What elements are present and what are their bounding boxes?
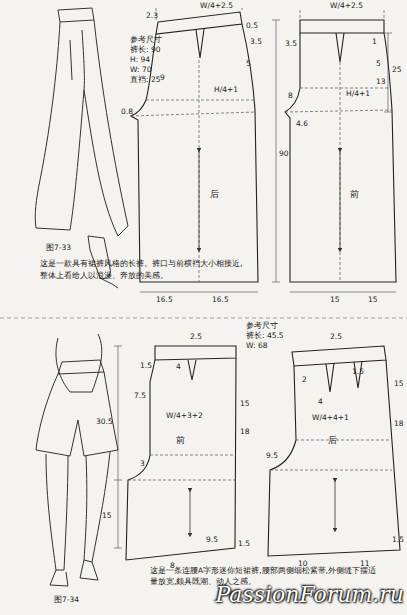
grain-arrows (190, 150, 340, 535)
figure-number: 图7-33 (46, 244, 71, 252)
pattern-outlines (126, 12, 400, 560)
dimension-label: 9 (160, 74, 165, 82)
dimension-label: W/4+3+2 (166, 412, 203, 420)
section-divider (0, 318, 407, 319)
dimension-label: 7.5 (134, 392, 146, 400)
dimension-label: 0.8 (121, 108, 133, 116)
dimension-label: 2.3 (146, 12, 158, 20)
dimension-label: 90 (279, 150, 289, 158)
dimension-label: 4 (176, 363, 181, 371)
dimension-label: 直裆: 25 (130, 76, 160, 84)
dimension-label: 16.5 (156, 296, 173, 304)
dimension-label: 18 (240, 428, 250, 436)
watermark: PassionForum.ru (216, 583, 405, 607)
dimension-label: 4 (318, 398, 323, 406)
dimension-label: 3.5 (285, 40, 297, 48)
dimension-label: 15 (394, 380, 404, 388)
dimension-label: 4.6 (296, 120, 308, 128)
dimension-lines (114, 20, 396, 548)
dimension-label: 1 (372, 38, 377, 46)
dimension-label: 5 (246, 60, 251, 68)
dimension-label: 1.5 (352, 368, 364, 376)
dimension-label: 1.5 (140, 362, 152, 370)
dimension-label: 3 (140, 460, 145, 468)
guide-lines (128, 8, 392, 480)
figure-number: 图7-34 (54, 596, 79, 604)
dimension-label: 9.5 (266, 452, 278, 460)
dimension-label: 前 (350, 190, 359, 200)
dimension-label: 1.5 (238, 540, 250, 548)
dimension-label: 裤长: 90 (130, 46, 160, 54)
dimension-label: H/4+1 (214, 86, 238, 94)
dimension-label: 前 (176, 436, 185, 446)
dimension-label: W/4+2.5 (330, 2, 363, 10)
dimension-label: 参考尺寸 (246, 322, 278, 330)
dimension-label: 9.5 (206, 536, 218, 544)
figure-illustrations (35, 8, 128, 586)
dimension-label: H: 94 (130, 56, 150, 64)
dimension-label: H/4+1 (346, 90, 370, 98)
dimension-label: 15 (240, 400, 250, 408)
dimension-label: 裤长: 45.5 (246, 332, 284, 340)
dimension-label: 2 (302, 376, 307, 384)
dimension-label: 0.5 (246, 22, 258, 30)
dimension-label: 25 (392, 66, 402, 74)
dimension-label: W/4+4+1 (312, 414, 349, 422)
dimension-label: 13 (376, 78, 386, 86)
dimension-label: 2.5 (330, 333, 342, 341)
dimension-label: 后 (210, 190, 219, 200)
dimension-label: 8 (288, 92, 293, 100)
dimension-label: 1.5 (392, 536, 404, 544)
dimension-label: 15 (330, 296, 340, 304)
dimension-label: 15 (368, 296, 378, 304)
dimension-label: 2.5 (190, 333, 202, 341)
dimension-label: 30.5 (96, 418, 113, 426)
dimension-label: 16.5 (212, 296, 229, 304)
dimension-label: 后 (328, 436, 337, 446)
dimension-label: 18 (394, 420, 404, 428)
dimension-label: 5 (376, 60, 381, 68)
caption-text: 这是一款具有裙裤风格的长裤。裤口与前横裆大小相接近,整体上看给人以浪漫、奔放的美… (40, 258, 245, 281)
dimension-label: 参考尺寸 (130, 36, 162, 44)
dimension-label: W: 68 (246, 342, 267, 350)
dimension-label: 15 (102, 512, 112, 520)
dimension-label: 3.5 (250, 38, 262, 46)
dimension-label: W: 70 (130, 66, 151, 74)
dimension-label: W/4+2.5 (200, 2, 233, 10)
